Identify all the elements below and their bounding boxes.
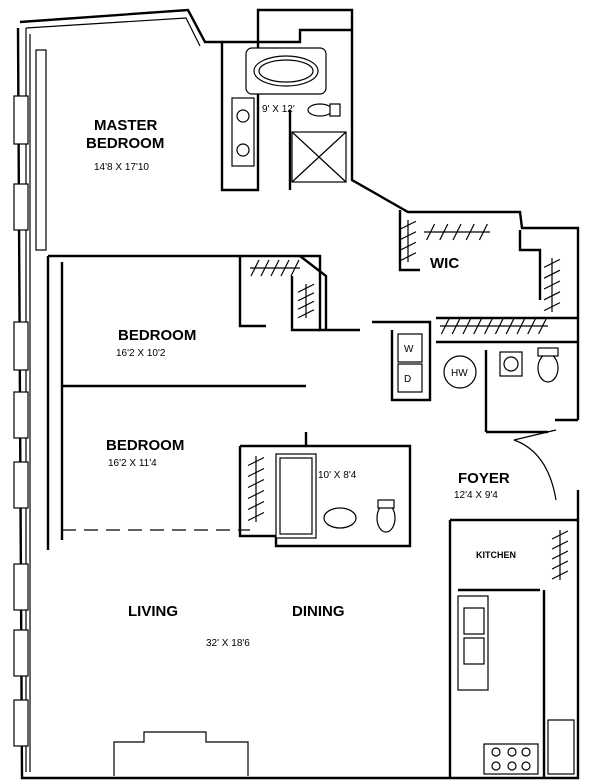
dryer-label: D xyxy=(404,374,411,385)
master-bedroom-title-2: BEDROOM xyxy=(86,135,164,152)
water-heater-label: HW xyxy=(451,368,468,379)
bedroom-2-title: BEDROOM xyxy=(106,437,184,454)
living-title: LIVING xyxy=(128,603,178,620)
bedroom-2-size: 16'2 X 11'4 xyxy=(108,458,157,469)
dining-title: DINING xyxy=(292,603,345,620)
kitchen-title: KITCHEN xyxy=(476,550,516,560)
fireplace xyxy=(113,731,249,776)
master-bath-fixtures xyxy=(231,47,347,183)
laundry-fixtures: W D HW xyxy=(397,333,559,393)
foyer-size: 12'4 X 9'4 xyxy=(454,490,498,501)
entry-door xyxy=(513,429,557,501)
closet-hangers xyxy=(247,220,569,580)
windows xyxy=(13,49,47,747)
master-bedroom-title-1: MASTER xyxy=(94,117,158,134)
bath-2-fixtures xyxy=(275,453,396,539)
bedroom-1-title: BEDROOM xyxy=(118,327,196,344)
washer-label: W xyxy=(404,344,414,355)
bath-2-size: 10' X 8'4 xyxy=(318,470,357,481)
bedroom-1-size: 16'2 X 10'2 xyxy=(116,348,166,359)
wic-title: WIC xyxy=(430,255,459,272)
room-labels: MASTER BEDROOM 14'8 X 17'10 9' X 12' BED… xyxy=(86,104,516,649)
living-dining-size: 32' X 18'6 xyxy=(206,638,250,649)
master-bath-size: 9' X 12' xyxy=(262,104,295,115)
foyer-title: FOYER xyxy=(458,470,510,487)
master-bedroom-size: 14'8 X 17'10 xyxy=(94,162,149,173)
kitchen-fixtures xyxy=(457,595,575,775)
